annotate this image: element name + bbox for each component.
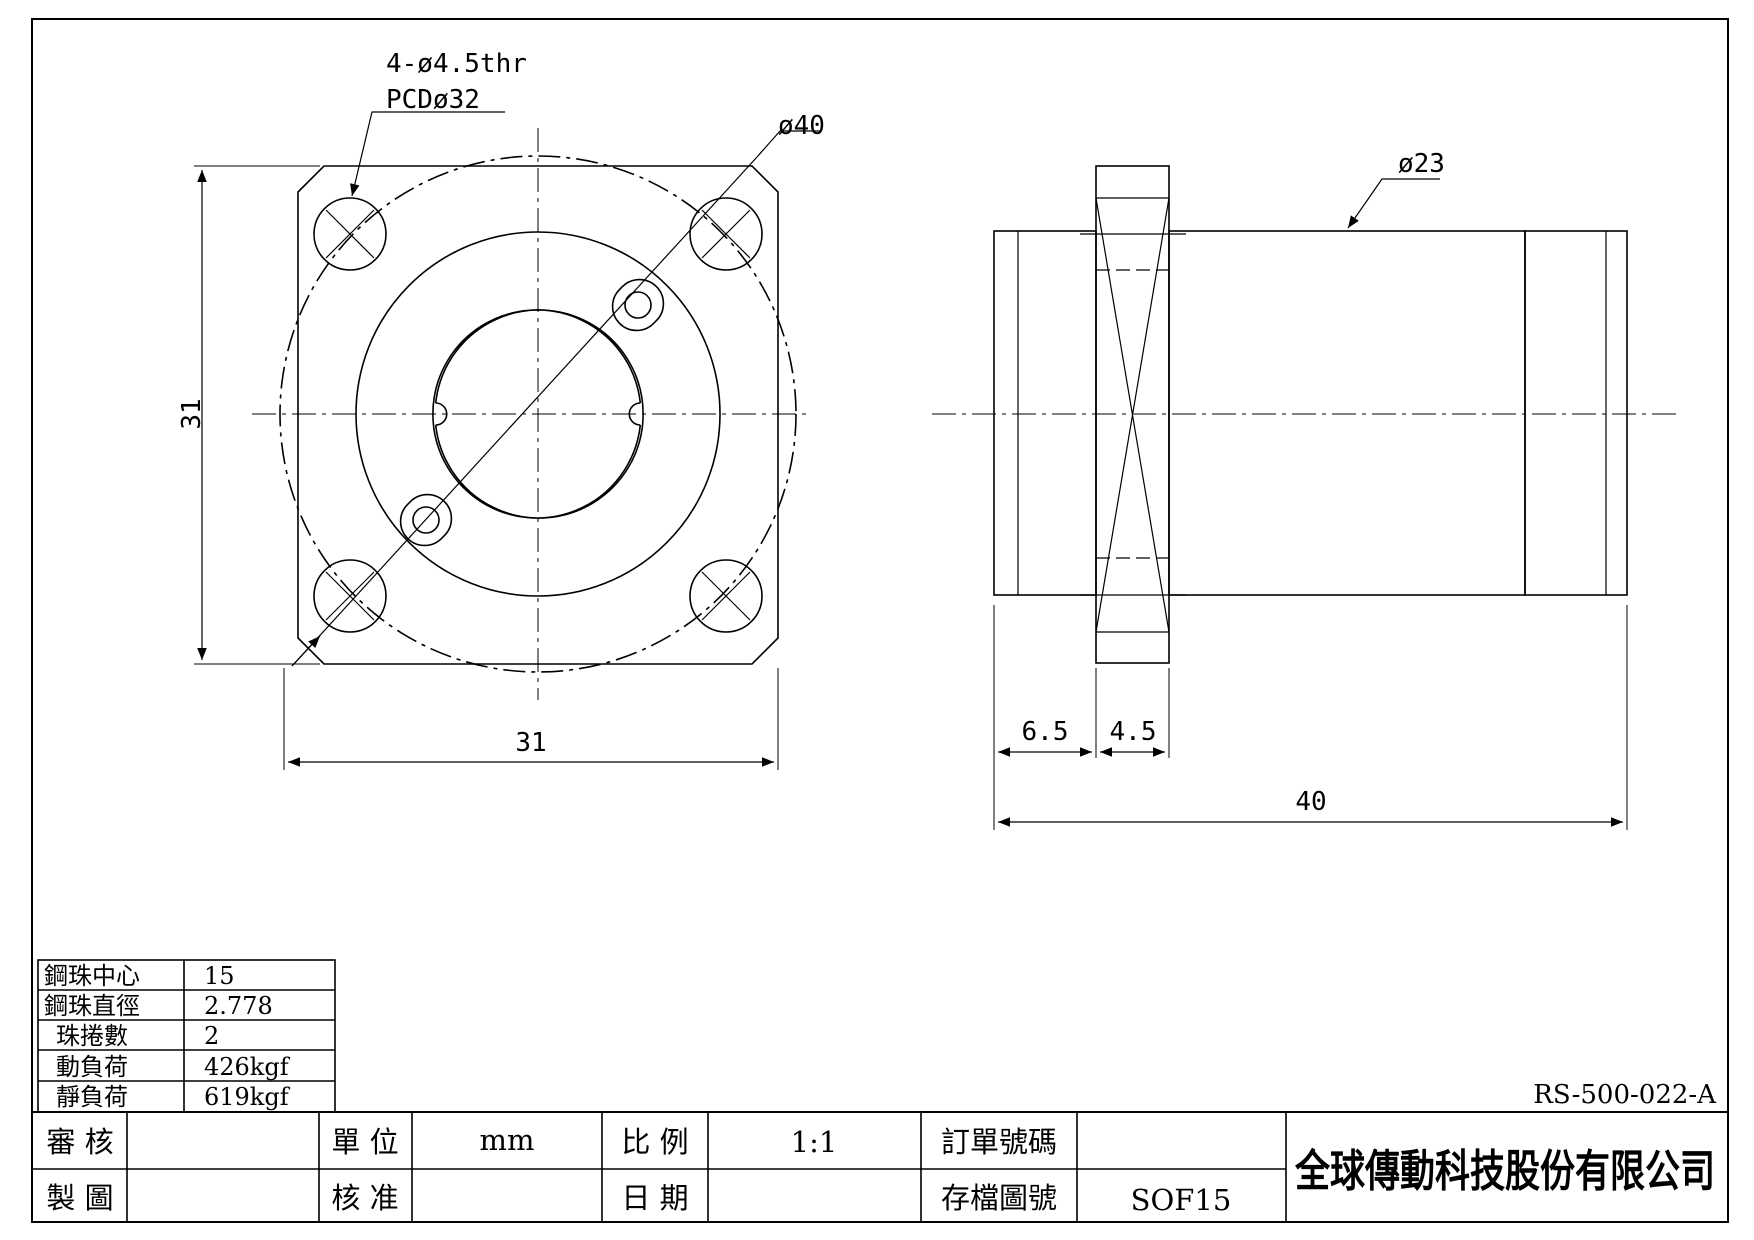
left-cap [993,230,1097,596]
company-name: 全球傳動科技股份有限公司 [1294,1146,1715,1197]
side-view [932,165,1676,830]
drawing-border [31,18,1729,1223]
scale-label: 比 例 [621,1125,688,1159]
body-diameter-leader [1347,178,1440,229]
mounting-hole-tl [313,197,387,271]
order-label: 訂單號碼 [941,1125,1057,1159]
body-diameter-label: ø23 [1398,149,1445,179]
spec-label: 動負荷 [56,1053,128,1081]
title-block [32,1111,1728,1222]
seg-a-label: 6.5 [1022,717,1069,747]
diameter-leader [291,156,758,667]
mounting-hole-br [689,559,763,633]
spec-label: 鋼珠直徑 [44,992,140,1020]
spec-value: 2.778 [204,992,273,1020]
flange-diagonals [1095,197,1170,633]
right-cap [1524,230,1628,596]
mounting-hole-bl [313,559,387,633]
outer-diameter-label: ø40 [778,111,825,141]
archive-value: SOF15 [1131,1183,1232,1217]
return-lug-upper [611,278,665,332]
nut-body [1168,230,1526,596]
unit-label: 單 位 [331,1125,398,1159]
drawn-label: 製 圖 [46,1181,113,1215]
keyway-left [435,402,448,426]
review-label: 審 核 [46,1125,113,1159]
approve-label: 核 准 [331,1181,398,1215]
mounting-hole-tr [689,197,763,271]
flange-outline [297,165,779,665]
drawing-number: RS-500-022-A [1533,1080,1717,1110]
spec-value: 2 [204,1022,219,1050]
hole-note-line2: PCDø32 [386,85,480,115]
hole-crosses [325,209,751,621]
spec-value: 426kgf [204,1053,291,1081]
spec-value: 15 [204,962,235,990]
front-view [194,111,820,770]
archive-label: 存檔圖號 [941,1181,1057,1215]
width-dim-label: 31 [515,728,546,758]
scale-value: 1:1 [791,1125,838,1159]
total-length-label: 40 [1295,787,1326,817]
date-label: 日 期 [621,1181,688,1215]
spec-label: 靜負荷 [56,1083,128,1111]
spec-value: 619kgf [204,1083,291,1111]
spec-rows: 鋼珠中心 15 鋼珠直徑 2.778 珠捲數 2 動負荷 426kgf 靜負荷 … [44,962,291,1111]
hole-note-leader [350,111,505,197]
hole-note-line1: 4-ø4.5thr [386,49,527,79]
title-block-text: 審 核 製 圖 單 位 mm 核 准 比 例 1:1 日 期 訂單號碼 存檔圖號… [46,1123,1715,1217]
height-dim-label: 31 [177,398,207,429]
spec-label: 珠捲數 [56,1022,128,1050]
spec-label: 鋼珠中心 [44,962,140,990]
seg-b-label: 4.5 [1110,717,1157,747]
unit-value: mm [480,1123,535,1157]
